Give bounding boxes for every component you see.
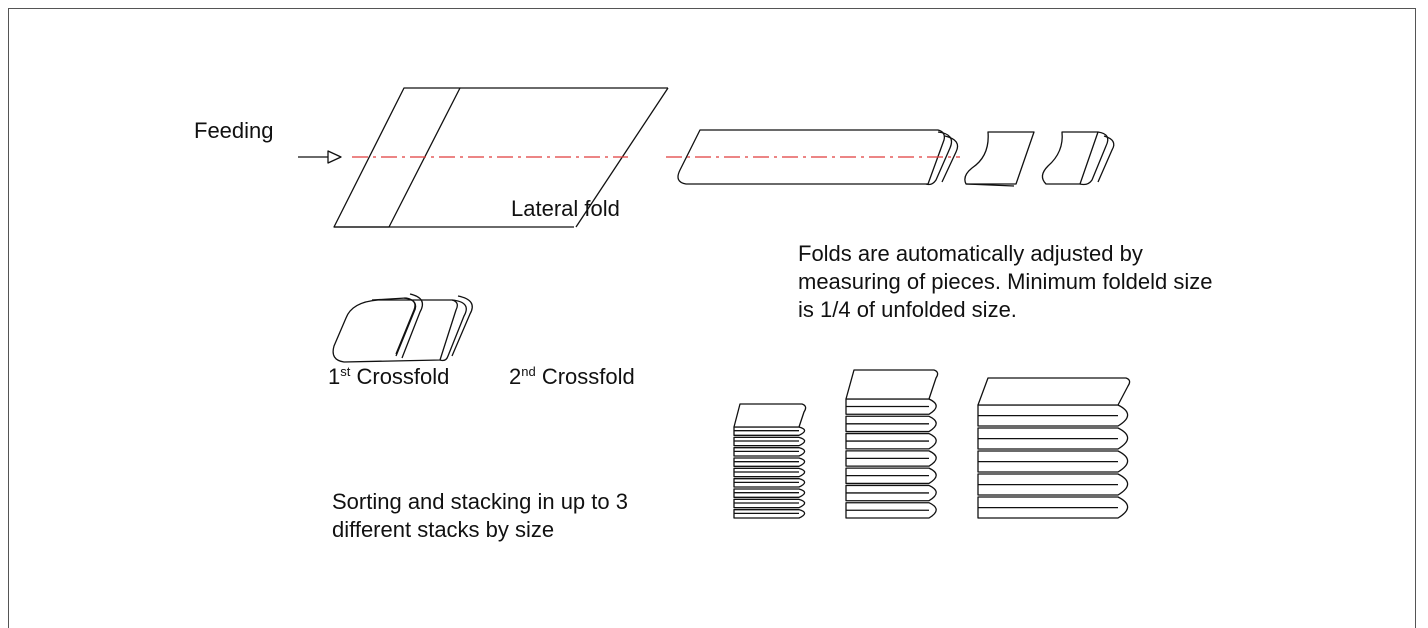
sorting-note: Sorting and stacking in up to 3 differen…: [332, 489, 628, 542]
feeding-label: Feeding: [194, 118, 274, 143]
first-crossfold-number: 1: [328, 364, 341, 389]
first-crossfold-text: Crossfold: [350, 364, 450, 389]
stack-medium: [845, 369, 939, 519]
diagram-frame: [8, 8, 1416, 628]
crossfold-illustration: [332, 293, 473, 363]
stack-large: [977, 377, 1131, 519]
stack-top-sheet: [733, 403, 807, 428]
lateral-fold-label: Lateral fold: [511, 196, 620, 221]
second-crossfold-label: 2nd Crossfold: [509, 363, 635, 389]
second-crossfold-number: 2: [509, 364, 522, 389]
arrow-right-icon: [298, 150, 342, 164]
stack-top-sheet: [977, 377, 1131, 406]
cross-folded-piece-1: [964, 131, 1035, 187]
second-crossfold-text: Crossfold: [535, 364, 635, 389]
cross-folded-piece-2: [1041, 131, 1115, 186]
stack-small: [733, 403, 807, 519]
first-crossfold-label: 1st Crossfold: [328, 363, 450, 389]
folds-note: Folds are automatically adjusted by meas…: [798, 241, 1213, 322]
stack-top-sheet: [845, 369, 939, 400]
